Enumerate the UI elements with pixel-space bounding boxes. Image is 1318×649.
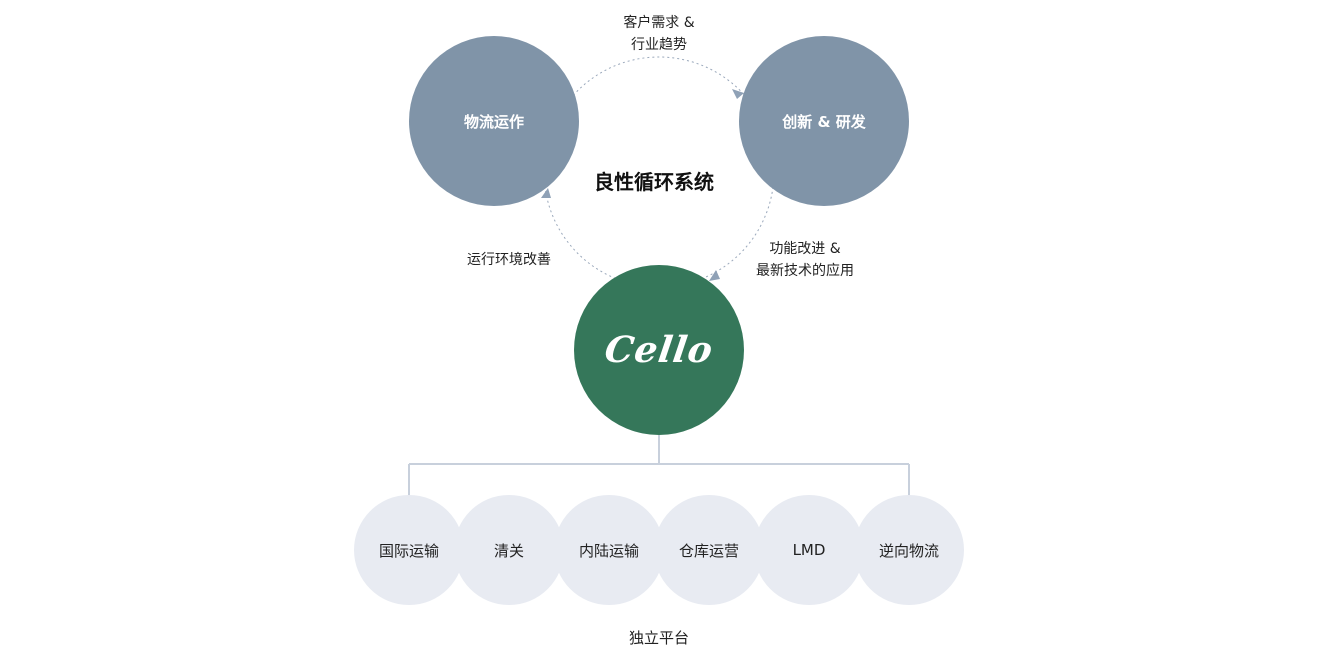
service-international-transport: 国际运输 [354, 495, 464, 605]
service-customs-clearance: 清关 [454, 495, 564, 605]
service-label: 国际运输 [378, 541, 439, 560]
service-lmd: LMD [754, 495, 864, 605]
service-label: LMD [792, 541, 826, 559]
service-label: 清关 [493, 541, 524, 560]
service-label: 仓库运营 [678, 541, 739, 560]
edge-label-top: 客户需求 & 行业趋势 [600, 12, 718, 56]
node-logistics-label: 物流运作 [463, 112, 524, 131]
cello-logo: Cello [602, 329, 716, 371]
node-innovation: 创新 & 研发 [739, 36, 909, 206]
service-warehouse-operations: 仓库运营 [654, 495, 764, 605]
edge-label-top-line1: 客户需求 & [623, 15, 695, 31]
service-inland-transport: 内陆运输 [554, 495, 664, 605]
service-label: 逆向物流 [878, 541, 939, 560]
arrow-left [541, 188, 551, 198]
edge-label-top-line2: 行业趋势 [631, 37, 687, 53]
service-label: 内陆运输 [578, 541, 639, 560]
edge-label-right: 功能改进 & 最新技术的应用 [735, 238, 875, 282]
arrow-top-right [732, 89, 744, 99]
arrow-bottom-right [709, 270, 720, 281]
edge-label-right-line2: 最新技术的应用 [756, 263, 854, 279]
edge-label-left: 运行环境改善 [467, 252, 551, 268]
platform-label: 独立平台 [628, 629, 689, 647]
node-innovation-label: 创新 & 研发 [782, 112, 866, 131]
edge-label-right-line1: 功能改进 & [769, 241, 841, 257]
node-logistics: 物流运作 [409, 36, 579, 206]
cello-logo-circle: Cello [574, 265, 744, 435]
cycle-title: 良性循环系统 [594, 170, 714, 194]
service-reverse-logistics: 逆向物流 [854, 495, 964, 605]
